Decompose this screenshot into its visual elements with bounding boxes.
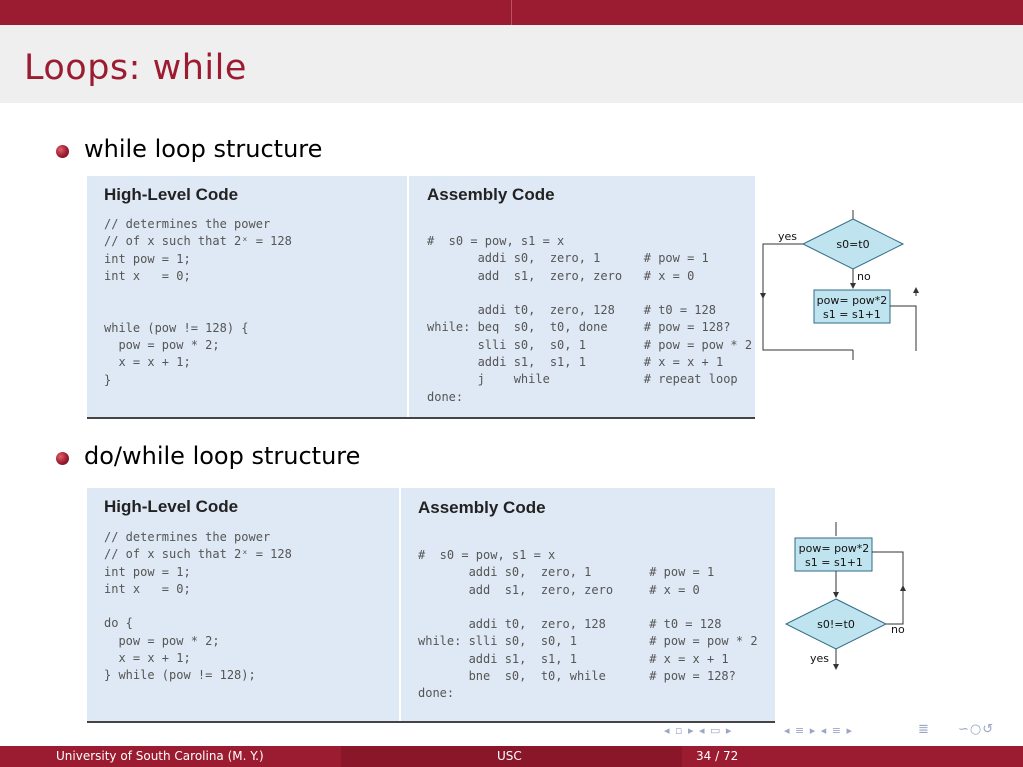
column-divider [399,488,401,721]
body-box [794,537,873,572]
no-label: no [857,270,871,283]
yes-label: yes [810,652,829,665]
yes-label: yes [778,230,797,243]
dowhile-flowchart: pow= pow*2 s1 = s1+1 s0!=t0 no yes [784,522,906,670]
while-asm-code: # s0 = pow, s1 = x addi s0, zero, 1 # po… [427,234,753,404]
column-divider [407,176,409,417]
while-flowchart: s0=t0 yes no pow= pow*2 s1 = s1+1 [760,210,919,360]
body-line-1: pow= pow*2 [817,294,888,307]
body-line-1: pow= pow*2 [799,542,870,555]
bullet-dowhile: do/while loop structure [84,442,361,470]
dowhile-hl-title: High-Level Code [104,497,239,516]
footer-center: USC [497,749,522,763]
no-label: no [891,623,905,636]
title-band [0,25,1023,103]
dowhile-hl-code: // determines the power // of x such tha… [104,530,292,683]
bullet-while: while loop structure [84,135,323,163]
while-code-table: High-Level Code Assembly Code // determi… [87,176,755,419]
dowhile-asm-code: # s0 = pow, s1 = x addi s0, zero, 1 # po… [418,548,758,701]
nav-section-arrows[interactable]: ◂ ≡ ▸ ◂ ≡ ▸ [784,724,854,737]
nav-frame-arrows[interactable]: ◂ ▫ ▸ ◂ ▭ ▸ [664,724,733,737]
bullet-icon [56,145,69,158]
footer-author: University of South Carolina (M. Y.) [56,749,264,763]
header-bar [0,0,1023,25]
while-hl-code: // determines the power // of x such tha… [104,217,292,387]
nav-outline-icon[interactable]: ≣ [918,722,930,737]
header-divider [511,0,512,25]
while-hl-title: High-Level Code [104,185,239,204]
body-line-2: s1 = s1+1 [823,308,881,321]
while-asm-title: Assembly Code [427,185,555,204]
dowhile-asm-title: Assembly Code [418,498,546,517]
body-box [813,289,891,324]
loop-back-path [890,305,917,351]
footer-page-number: 34 / 72 [696,749,739,763]
condition-label: s0=t0 [836,238,869,251]
dowhile-code-table: High-Level Code Assembly Code // determi… [87,488,775,723]
slide-title: Loops: while [24,48,247,88]
body-line-2: s1 = s1+1 [805,556,863,569]
nav-search-icon[interactable]: ∽○↺ [958,722,995,737]
footer-segment [341,746,682,767]
condition-label: s0!=t0 [817,618,855,631]
footer-bar [0,746,1023,767]
bullet-icon [56,452,69,465]
no-path [872,551,904,625]
